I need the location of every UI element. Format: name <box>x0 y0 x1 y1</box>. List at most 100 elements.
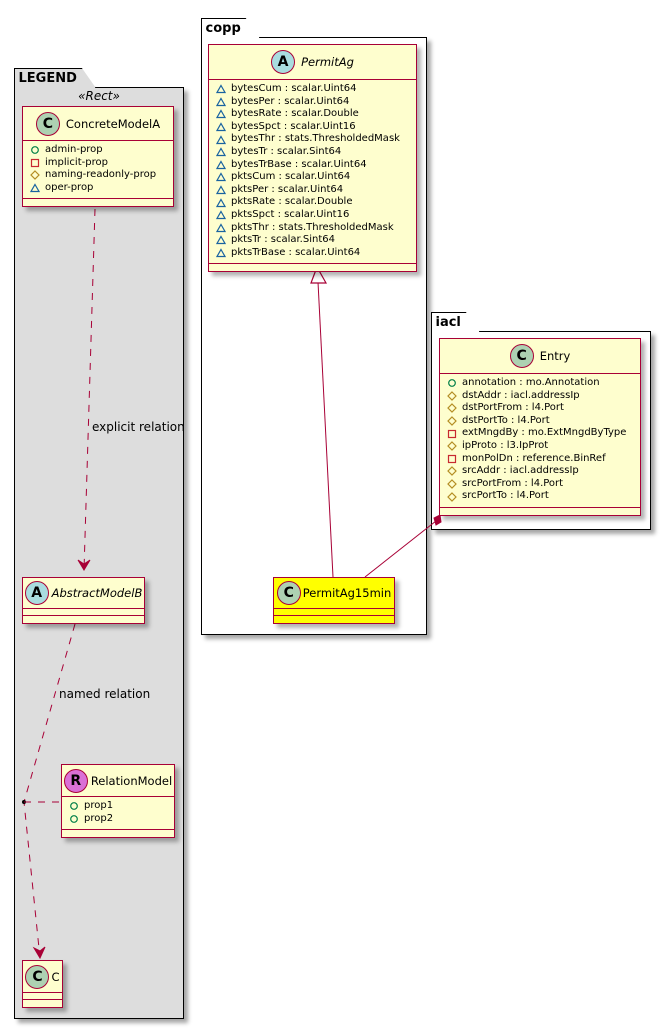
class-badge-icon: C <box>35 111 60 136</box>
field-row: prop2 <box>68 813 168 826</box>
private-visibility-icon <box>29 157 41 169</box>
iacl-package-tab: iacl <box>431 312 480 332</box>
protected-visibility-icon <box>446 390 458 402</box>
class-relation-model[interactable]: R RelationModel prop1 prop2 <box>61 764 175 839</box>
package-visibility-icon <box>215 209 227 221</box>
package-visibility-icon <box>215 197 227 209</box>
field-row: pktsCum : scalar.Uint64 <box>215 171 410 184</box>
abstract-badge-icon: A <box>24 581 49 605</box>
method-list <box>62 830 174 837</box>
package-visibility-icon <box>29 182 41 194</box>
package-visibility-icon <box>215 247 227 259</box>
class-name: AbstractModelB <box>51 586 143 600</box>
class-badge-icon: C <box>509 344 534 368</box>
method-list <box>209 264 416 271</box>
protected-visibility-icon <box>446 465 458 477</box>
package-visibility-icon <box>215 146 227 158</box>
field-row: bytesRate : scalar.Double <box>215 108 410 121</box>
field-list: admin-prop implicit-prop naming-readonly… <box>23 141 173 200</box>
field-text: srcPortFrom : l4.Port <box>462 477 564 489</box>
field-text: bytesTr : scalar.Sint64 <box>231 145 342 157</box>
field-row: srcAddr : iacl.addressIp <box>446 465 634 478</box>
public-visibility-icon <box>446 377 458 389</box>
field-text: srcAddr : iacl.addressIp <box>462 465 579 477</box>
field-row: naming-readonly-prop <box>29 169 167 182</box>
method-list <box>23 616 144 623</box>
field-text: pktsRate : scalar.Double <box>231 196 353 208</box>
protected-visibility-icon <box>446 491 458 503</box>
protected-visibility-icon <box>446 478 458 490</box>
field-list <box>274 609 394 616</box>
field-text: dstPortFrom : l4.Port <box>462 402 564 414</box>
class-header: C C <box>23 961 62 993</box>
class-badge-icon: C <box>276 581 301 605</box>
field-text: bytesRate : scalar.Double <box>231 108 359 120</box>
field-row: ipProto : l3.IpProt <box>446 440 634 453</box>
class-abstract-model-b[interactable]: A AbstractModelB <box>22 577 145 624</box>
field-text: bytesPer : scalar.Uint64 <box>231 95 350 107</box>
field-text: bytesTrBase : scalar.Uint64 <box>231 158 367 170</box>
field-row: annotation : mo.Annotation <box>446 377 634 390</box>
class-c[interactable]: C C <box>22 960 63 1008</box>
package-visibility-icon <box>215 234 227 246</box>
field-row: bytesCum : scalar.Uint64 <box>215 83 410 96</box>
class-header: C PermitAg15min <box>274 578 394 609</box>
field-list <box>23 609 144 616</box>
field-row: oper-prop <box>29 182 167 195</box>
package-visibility-icon <box>215 134 227 146</box>
field-list <box>23 993 62 1000</box>
field-row: pktsSpct : scalar.Uint16 <box>215 209 410 222</box>
named-relation-label: named relation <box>59 687 151 701</box>
field-text: dstPortTo : l4.Port <box>462 414 550 426</box>
field-row: admin-prop <box>29 144 167 157</box>
field-row: bytesSpct : scalar.Uint16 <box>215 121 410 134</box>
package-visibility-icon <box>215 121 227 133</box>
field-text: annotation : mo.Annotation <box>462 377 600 388</box>
class-name: PermitAg15min <box>302 586 392 600</box>
field-row: srcPortFrom : l4.Port <box>446 478 634 491</box>
field-row: dstAddr : iacl.addressIp <box>446 390 634 403</box>
field-row: bytesTrBase : scalar.Uint64 <box>215 159 410 172</box>
field-row: pktsThr : stats.ThresholdedMask <box>215 222 410 235</box>
field-text: dstAddr : iacl.addressIp <box>462 389 580 401</box>
field-row: dstPortFrom : l4.Port <box>446 402 634 415</box>
relation-badge-icon: R <box>63 768 88 793</box>
private-visibility-icon <box>446 453 458 465</box>
protected-visibility-icon <box>446 440 458 452</box>
class-header: C ConcreteModelA <box>23 107 173 141</box>
field-text: bytesThr : stats.ThresholdedMask <box>231 133 400 145</box>
field-text: srcPortTo : l4.Port <box>462 490 549 502</box>
package-visibility-icon <box>215 96 227 108</box>
field-row: implicit-prop <box>29 157 167 170</box>
field-text: pktsThr : stats.ThresholdedMask <box>231 221 394 233</box>
field-text: monPolDn : reference.BinRef <box>462 452 606 464</box>
class-name: Entry <box>539 349 571 363</box>
class-header: C Entry <box>440 339 640 374</box>
class-concrete-model-a[interactable]: C ConcreteModelA admin-prop implicit-pro… <box>22 106 174 208</box>
copp-package-tab: copp <box>201 18 260 38</box>
class-permit-ag-15min[interactable]: C PermitAg15min <box>273 577 395 624</box>
public-visibility-icon <box>68 800 80 812</box>
method-list <box>23 199 173 206</box>
field-row: pktsTrBase : scalar.Uint64 <box>215 247 410 260</box>
field-text: bytesSpct : scalar.Uint16 <box>231 120 356 132</box>
legend-stereotype: «Rect» <box>78 89 120 103</box>
field-row: pktsRate : scalar.Double <box>215 196 410 209</box>
class-badge-icon: C <box>25 964 50 989</box>
field-text: pktsCum : scalar.Uint64 <box>231 171 351 183</box>
field-row: monPolDn : reference.BinRef <box>446 453 634 466</box>
field-row: pktsPer : scalar.Uint64 <box>215 184 410 197</box>
abstract-badge-icon: A <box>271 50 296 74</box>
class-name: PermitAg <box>301 55 354 69</box>
private-visibility-icon <box>446 428 458 440</box>
field-row: bytesPer : scalar.Uint64 <box>215 96 410 109</box>
class-header: R RelationModel <box>62 765 174 797</box>
legend-package-tab: LEGEND <box>14 68 96 88</box>
field-row: pktsTr : scalar.Sint64 <box>215 234 410 247</box>
field-row: srcPortTo : l4.Port <box>446 490 634 503</box>
class-name: C <box>51 969 60 984</box>
field-list: prop1 prop2 <box>62 797 174 831</box>
field-text: extMngdBy : mo.ExtMngdByType <box>462 427 627 439</box>
